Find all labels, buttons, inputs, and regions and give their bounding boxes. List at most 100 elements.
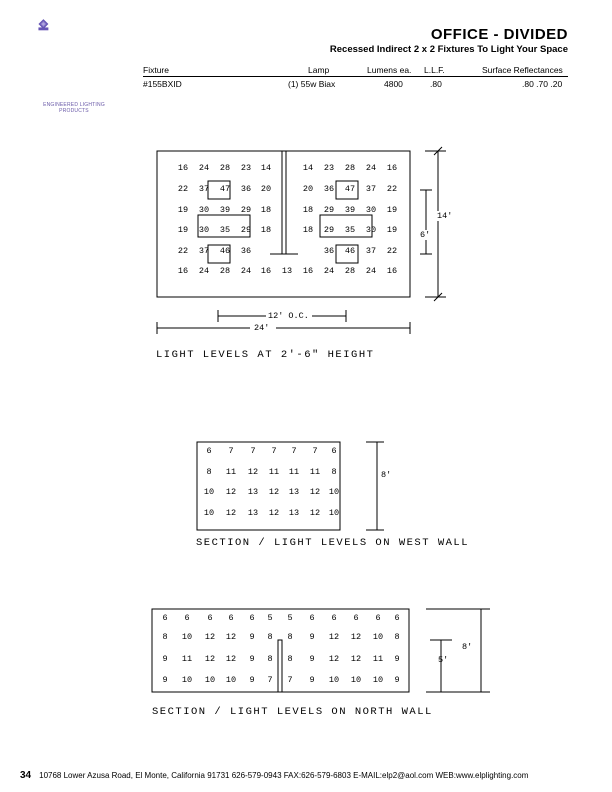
west-cell: 13 [288, 508, 300, 518]
plan-cell: 22 [177, 246, 189, 256]
north-cell: 7 [267, 675, 273, 685]
north-cell: 8 [267, 654, 273, 664]
plan-cell: 18 [260, 205, 272, 215]
north-cell: 10 [350, 675, 362, 685]
north-cell: 9 [309, 654, 315, 664]
north-cell: 6 [353, 613, 359, 623]
plan-cell: 46 [344, 246, 356, 256]
plan-cell: 29 [240, 225, 252, 235]
north-cell: 10 [181, 632, 193, 642]
plan-cell: 16 [386, 163, 398, 173]
north-cell: 12 [328, 632, 340, 642]
plan-cell: 36 [240, 184, 252, 194]
west-cell: 13 [288, 487, 300, 497]
plan-cell: 29 [323, 225, 335, 235]
north-cell: 12 [204, 654, 216, 664]
plan-cell: 24 [365, 266, 377, 276]
plan-cell: 23 [323, 163, 335, 173]
north-cell: 5 [287, 613, 293, 623]
footer-address: 10768 Lower Azusa Road, El Monte, Califo… [39, 771, 529, 780]
plan-cell: 37 [365, 246, 377, 256]
plan-cell: 13 [281, 266, 293, 276]
west-cell: 12 [268, 487, 280, 497]
north-cell: 9 [249, 632, 255, 642]
north-cell: 9 [249, 675, 255, 685]
west-cell: 6 [331, 446, 337, 456]
plan-cell: 29 [323, 205, 335, 215]
north-cell: 9 [249, 654, 255, 664]
north-cell: 12 [204, 632, 216, 642]
west-cell: 11 [225, 467, 237, 477]
spec-label-lumens: Lumens ea. [367, 65, 412, 75]
north-caption: SECTION / LIGHT LEVELS ON NORTH WALL [152, 706, 433, 718]
plan-cell: 14 [302, 163, 314, 173]
north-cell: 8 [162, 632, 168, 642]
plan-cell: 28 [219, 266, 231, 276]
north-cell: 10 [225, 675, 237, 685]
north-cell: 8 [394, 632, 400, 642]
spec-value-llf: .80 [430, 79, 442, 89]
north-cell: 10 [372, 632, 384, 642]
north-cell: 6 [331, 613, 337, 623]
plan-cell: 23 [240, 163, 252, 173]
plan-cell: 18 [260, 225, 272, 235]
north-cell: 6 [207, 613, 213, 623]
plan-cell: 30 [198, 225, 210, 235]
spec-value-lumens: 4800 [384, 79, 403, 89]
plan-cell: 36 [323, 184, 335, 194]
plan-cell: 47 [344, 184, 356, 194]
plan-cell: 28 [344, 163, 356, 173]
west-caption: SECTION / LIGHT LEVELS ON WEST WALL [196, 537, 470, 549]
west-cell: 12 [309, 508, 321, 518]
north-cell: 6 [394, 613, 400, 623]
north-cell: 7 [287, 675, 293, 685]
plan-cell: 19 [386, 225, 398, 235]
west-cell: 7 [312, 446, 318, 456]
north-cell: 8 [287, 632, 293, 642]
north-cell: 12 [350, 632, 362, 642]
plan-cell: 24 [323, 266, 335, 276]
north-cell: 6 [228, 613, 234, 623]
spec-value-reflectances: .80 .70 .20 [522, 79, 563, 89]
north-cell: 6 [162, 613, 168, 623]
plan-cell: 14 [260, 163, 272, 173]
spec-rule [143, 76, 568, 77]
north-cell: 10 [328, 675, 340, 685]
plan-cell: 19 [177, 225, 189, 235]
plan-cell: 16 [260, 266, 272, 276]
plan-cell: 18 [302, 205, 314, 215]
plan-cell: 24 [240, 266, 252, 276]
west-cell: 7 [228, 446, 234, 456]
west-cell: 8 [206, 467, 212, 477]
west-cell: 8 [331, 467, 337, 477]
plan-cell: 24 [198, 266, 210, 276]
plan-cell: 19 [177, 205, 189, 215]
north-cell: 9 [309, 632, 315, 642]
west-cell: 11 [309, 467, 321, 477]
dim-north-partition: 5' [438, 655, 449, 665]
west-cell: 10 [328, 487, 340, 497]
west-cell: 7 [250, 446, 256, 456]
plan-cell: 24 [198, 163, 210, 173]
north-cell: 12 [225, 654, 237, 664]
north-cell: 9 [162, 654, 168, 664]
west-cell: 12 [225, 508, 237, 518]
plan-cell: 37 [198, 246, 210, 256]
north-cell: 11 [372, 654, 384, 664]
plan-cell: 19 [386, 205, 398, 215]
north-cell: 9 [394, 675, 400, 685]
plan-cell: 39 [344, 205, 356, 215]
west-cell: 10 [203, 508, 215, 518]
spec-label-reflectances: Surface Reflectances [482, 65, 563, 75]
plan-cell: 22 [386, 246, 398, 256]
page-subtitle: Recessed Indirect 2 x 2 Fixtures To Ligh… [329, 44, 568, 55]
north-cell: 10 [204, 675, 216, 685]
dim-room-width: 24' [254, 323, 270, 333]
page-title: OFFICE - DIVIDED [430, 26, 568, 43]
west-cell: 12 [309, 487, 321, 497]
spec-label-fixture: Fixture [143, 65, 169, 75]
plan-cell: 30 [365, 205, 377, 215]
dim-room-depth: 14' [437, 211, 453, 221]
